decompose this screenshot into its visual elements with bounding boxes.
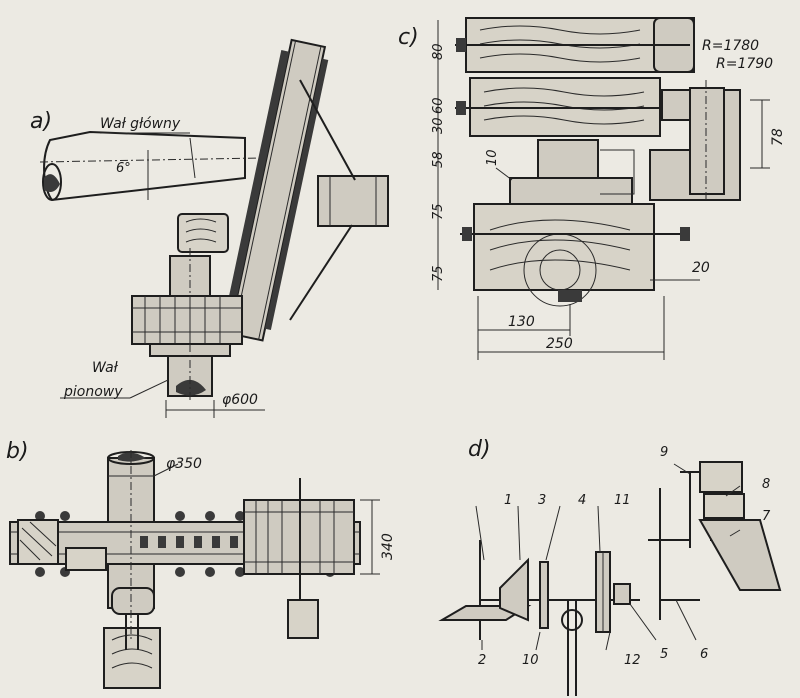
part-number-1: 1: [504, 493, 512, 508]
dim-left-75-upper: 75: [431, 203, 446, 220]
panel-c-drawing: [437, 17, 770, 360]
panel-d-letter: d): [468, 437, 491, 462]
radius-1790-label: R=1790: [716, 56, 773, 72]
vertical-shaft-label-line-1: Wał: [92, 360, 119, 376]
part-number-5: 5: [660, 647, 668, 662]
panel-c-letter: c): [398, 25, 419, 50]
dim-left-60: 60: [431, 97, 446, 114]
part-number-12: 12: [624, 653, 641, 668]
part-number-4: 4: [578, 493, 586, 508]
part-number-7: 7: [762, 509, 771, 524]
diameter-350-label: φ350: [166, 456, 202, 472]
dim-left-80: 80: [431, 43, 446, 60]
radius-1780-label: R=1780: [702, 38, 759, 54]
diameter-600-label: φ600: [222, 392, 258, 408]
panel-a-letter: a): [30, 109, 52, 134]
dim-78-label: 78: [770, 128, 786, 146]
part-number-2: 2: [478, 653, 486, 668]
dim-20-label: 20: [692, 260, 710, 276]
panel-b-letter: b): [6, 439, 29, 464]
dim-left-58: 58: [431, 151, 446, 168]
part-number-10: 10: [522, 653, 539, 668]
height-340-label: 340: [380, 533, 396, 560]
dim-130-label: 130: [508, 314, 535, 330]
dim-left-30: 30: [431, 117, 446, 134]
part-number-6: 6: [700, 647, 708, 662]
dim-250-label: 250: [546, 336, 573, 352]
shaft-angle-label: 6°: [116, 161, 131, 176]
part-number-9: 9: [660, 445, 668, 460]
part-number-8: 8: [762, 477, 770, 492]
panel-b-drawing: [9, 450, 380, 689]
part-number-11: 11: [614, 493, 631, 508]
panel-d-drawing: [438, 461, 782, 696]
vertical-shaft-label-line-2: pionowy: [63, 384, 123, 400]
dim-left-75-lower: 75: [431, 265, 446, 282]
dim-10-label: 10: [485, 149, 500, 166]
panel-a-drawing: [39, 38, 389, 418]
part-number-3: 3: [538, 493, 546, 508]
main-shaft-label: Wał główny: [100, 116, 181, 132]
